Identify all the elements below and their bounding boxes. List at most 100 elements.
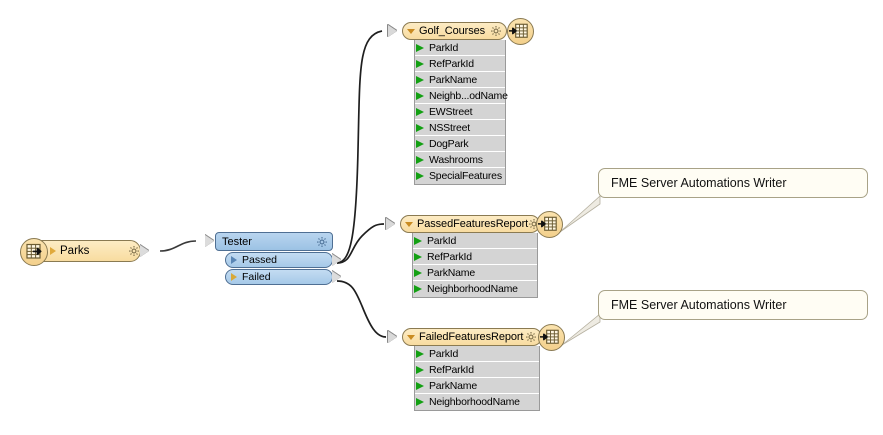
attribute-label: EWStreet <box>429 105 473 118</box>
feature-type-input-port[interactable] <box>388 25 397 37</box>
attribute-label: NSStreet <box>429 121 470 134</box>
feature-type-golf-courses[interactable]: Golf_Courses Park <box>388 18 534 185</box>
attribute-port-icon <box>416 75 424 84</box>
attribute-row[interactable]: ParkName <box>415 378 539 394</box>
writer-table-icon <box>536 211 563 238</box>
triangle-right-icon <box>231 256 237 264</box>
attribute-label: ParkName <box>429 73 477 86</box>
feature-type-passed-features-report[interactable]: PassedFeaturesReport <box>386 211 563 298</box>
transformer-port-passed[interactable]: Passed <box>225 252 341 268</box>
feature-type-label: Golf_Courses <box>419 25 486 37</box>
feature-type-header[interactable]: PassedFeaturesReport <box>400 215 540 233</box>
port-label: Passed <box>242 254 278 266</box>
attribute-row[interactable]: Washrooms <box>415 152 505 168</box>
attribute-list: ParkId RefParkId ParkName Neighb...odNam… <box>414 40 508 185</box>
triangle-right-icon <box>50 247 56 255</box>
passed-output-nub[interactable] <box>332 254 341 266</box>
annotation-leader-2 <box>561 313 601 346</box>
reader-body[interactable]: Parks <box>20 238 141 266</box>
transformer-node-tester[interactable]: Tester Passed Failed <box>205 232 341 285</box>
gear-icon[interactable] <box>525 331 537 343</box>
feature-type-input-port[interactable] <box>386 218 395 230</box>
attribute-list: ParkId RefParkId ParkName NeighborhoodNa… <box>412 233 538 298</box>
reader-label: Parks <box>60 245 90 257</box>
reader-output-port[interactable] <box>140 245 149 257</box>
attribute-label: DogPark <box>429 137 469 150</box>
attribute-row[interactable]: DogPark <box>415 136 505 152</box>
transformer-port-failed[interactable]: Failed <box>225 269 341 285</box>
feature-type-failed-features-report[interactable]: FailedFeaturesReport <box>388 324 565 411</box>
annotation-leader-1 <box>559 195 601 233</box>
attribute-port-icon <box>414 284 422 293</box>
attribute-port-icon <box>416 107 424 116</box>
attribute-row[interactable]: SpecialFeatures <box>415 168 505 184</box>
port-label: Failed <box>242 271 271 283</box>
attribute-port-icon <box>414 252 422 261</box>
attribute-label: NeighborhoodName <box>429 396 520 408</box>
attribute-port-icon <box>416 365 424 374</box>
attribute-label: RefParkId <box>429 363 474 376</box>
annotation-bubble[interactable]: FME Server Automations Writer <box>598 290 868 320</box>
attribute-row[interactable]: ParkId <box>413 233 537 249</box>
attribute-label: Washrooms <box>429 153 483 166</box>
attribute-port-icon <box>416 43 424 52</box>
attribute-port-icon <box>416 139 424 148</box>
attribute-label: ParkName <box>427 266 475 279</box>
triangle-down-icon[interactable] <box>407 334 415 340</box>
feature-type-input-port[interactable] <box>388 331 397 343</box>
transformer-label: Tester <box>222 235 252 248</box>
attribute-label: NeighborhoodName <box>427 283 518 295</box>
attribute-row[interactable]: ParkName <box>413 265 537 281</box>
triangle-down-icon[interactable] <box>405 221 413 227</box>
feature-type-header[interactable]: Golf_Courses <box>402 22 507 40</box>
attribute-row[interactable]: NeighborhoodName <box>413 281 537 297</box>
attribute-port-icon <box>416 59 424 68</box>
attribute-row[interactable]: Neighb...odName <box>415 88 508 104</box>
attribute-port-icon <box>416 171 424 180</box>
attribute-row[interactable]: ParkId <box>415 346 539 362</box>
attribute-label: ParkName <box>429 379 477 392</box>
attribute-label: ParkId <box>429 41 459 54</box>
attribute-row[interactable]: EWStreet <box>415 104 505 120</box>
attribute-port-icon <box>414 236 422 245</box>
triangle-right-icon <box>231 273 237 281</box>
attribute-row[interactable]: NeighborhoodName <box>415 394 539 410</box>
feature-type-label: PassedFeaturesReport <box>417 218 529 230</box>
attribute-port-icon <box>416 155 424 164</box>
writer-table-icon <box>538 324 565 351</box>
connection-failed-to-failed-report <box>336 280 387 338</box>
attribute-row[interactable]: NSStreet <box>415 120 505 136</box>
attribute-row[interactable]: RefParkId <box>415 56 505 72</box>
gear-icon[interactable] <box>316 236 328 248</box>
attribute-label: SpecialFeatures <box>429 170 502 182</box>
gear-icon[interactable] <box>128 245 140 257</box>
connection-passed-to-passed-report <box>336 223 385 264</box>
tester-input-port[interactable] <box>205 235 214 247</box>
attribute-port-icon <box>416 349 424 358</box>
connection-parks-to-tester <box>159 240 197 252</box>
transformer-header[interactable]: Tester <box>215 232 333 251</box>
gear-icon[interactable] <box>490 25 502 37</box>
triangle-down-icon[interactable] <box>407 28 415 34</box>
attribute-row[interactable]: ParkId <box>415 40 505 56</box>
attribute-label: RefParkId <box>427 250 472 263</box>
attribute-list: ParkId RefParkId ParkName NeighborhoodNa… <box>414 346 540 411</box>
attribute-row[interactable]: ParkName <box>415 72 505 88</box>
reader-table-icon <box>20 238 48 266</box>
attribute-port-icon <box>414 268 422 277</box>
attribute-port-icon <box>416 397 424 406</box>
writer-table-icon <box>507 18 534 45</box>
annotation-bubble[interactable]: FME Server Automations Writer <box>598 168 868 198</box>
attribute-port-icon <box>416 91 424 100</box>
attribute-row[interactable]: RefParkId <box>413 249 537 265</box>
attribute-port-icon <box>416 381 424 390</box>
feature-type-header[interactable]: FailedFeaturesReport <box>402 328 542 346</box>
annotation-text: FME Server Automations Writer <box>611 298 787 312</box>
feature-type-label: FailedFeaturesReport <box>419 331 524 343</box>
failed-output-nub[interactable] <box>332 271 341 283</box>
attribute-label: ParkId <box>429 347 459 360</box>
attribute-label: RefParkId <box>429 57 474 70</box>
attribute-row[interactable]: RefParkId <box>415 362 539 378</box>
attribute-label: Neighb...odName <box>429 89 508 102</box>
